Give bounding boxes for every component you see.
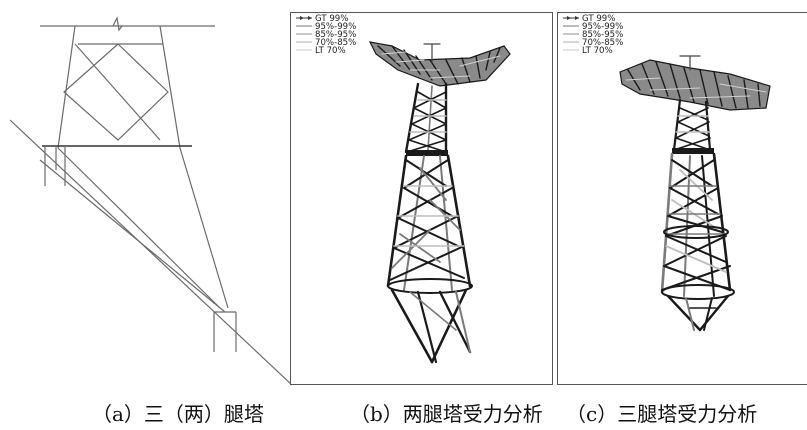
panel-b-legend: GT 99% 95%-99% 85%-95% 70%-85% LT 70% — [296, 14, 356, 56]
legend-item-95-99: 95%-99% — [315, 22, 356, 32]
panel-c-legend: GT 99% 95%-99% 85%-95% 70%-85% LT 70% — [563, 14, 623, 56]
tower-b-upper-body — [404, 82, 448, 156]
legend-item-lt70: LT 70% — [315, 46, 346, 56]
tower-right-leg — [159, 25, 181, 149]
tower-left-leg — [57, 25, 76, 149]
cross-brace-1 — [74, 43, 161, 141]
panel-c-analysis: GT 99% 95%-99% 85%-95% 70%-85% LT 70% — [557, 12, 807, 385]
legend-item-gt99: GT 99% — [582, 14, 615, 24]
top-notch — [112, 16, 123, 32]
legend-item-gt99: GT 99% — [315, 14, 348, 24]
tower-c-upper-body — [672, 98, 714, 154]
arrow-marker-icon — [563, 16, 579, 20]
leg-extension-right — [179, 147, 229, 309]
slope-line-lower — [39, 159, 226, 313]
tower-b-crossarm — [368, 41, 511, 87]
legend-item-85-95: 85%-95% — [315, 30, 356, 40]
caption-a: （a）三（两）腿塔 — [92, 402, 264, 426]
legend-item-70-85: 70%-85% — [315, 38, 356, 48]
panel-b-analysis: GT 99% 95%-99% 85%-95% 70%-85% LT 70% — [290, 12, 553, 385]
tower-c-crossarm — [619, 55, 771, 111]
legend-item-85-95: 85%-95% — [582, 30, 623, 40]
caption-b: （b）两腿塔受力分析 — [350, 402, 543, 426]
legend-item-95-99: 95%-99% — [582, 22, 623, 32]
tower-c-model — [619, 55, 771, 332]
slope-line-upper — [9, 119, 293, 386]
legend-item-lt70: LT 70% — [582, 46, 613, 56]
legend-item-70-85: 70%-85% — [582, 38, 623, 48]
panel-a-schematic — [9, 16, 293, 386]
tower-b-legs — [390, 288, 472, 364]
leg-extension-left — [57, 147, 221, 309]
tower-b-model — [368, 41, 511, 364]
caption-c: （c）三腿塔受力分析 — [566, 402, 758, 426]
tower-c-lower-body — [660, 152, 735, 300]
tower-b-lower-body — [386, 154, 473, 294]
arrow-marker-icon — [296, 16, 312, 20]
diamond-brace — [63, 43, 169, 141]
tower-c-legs — [666, 294, 730, 332]
